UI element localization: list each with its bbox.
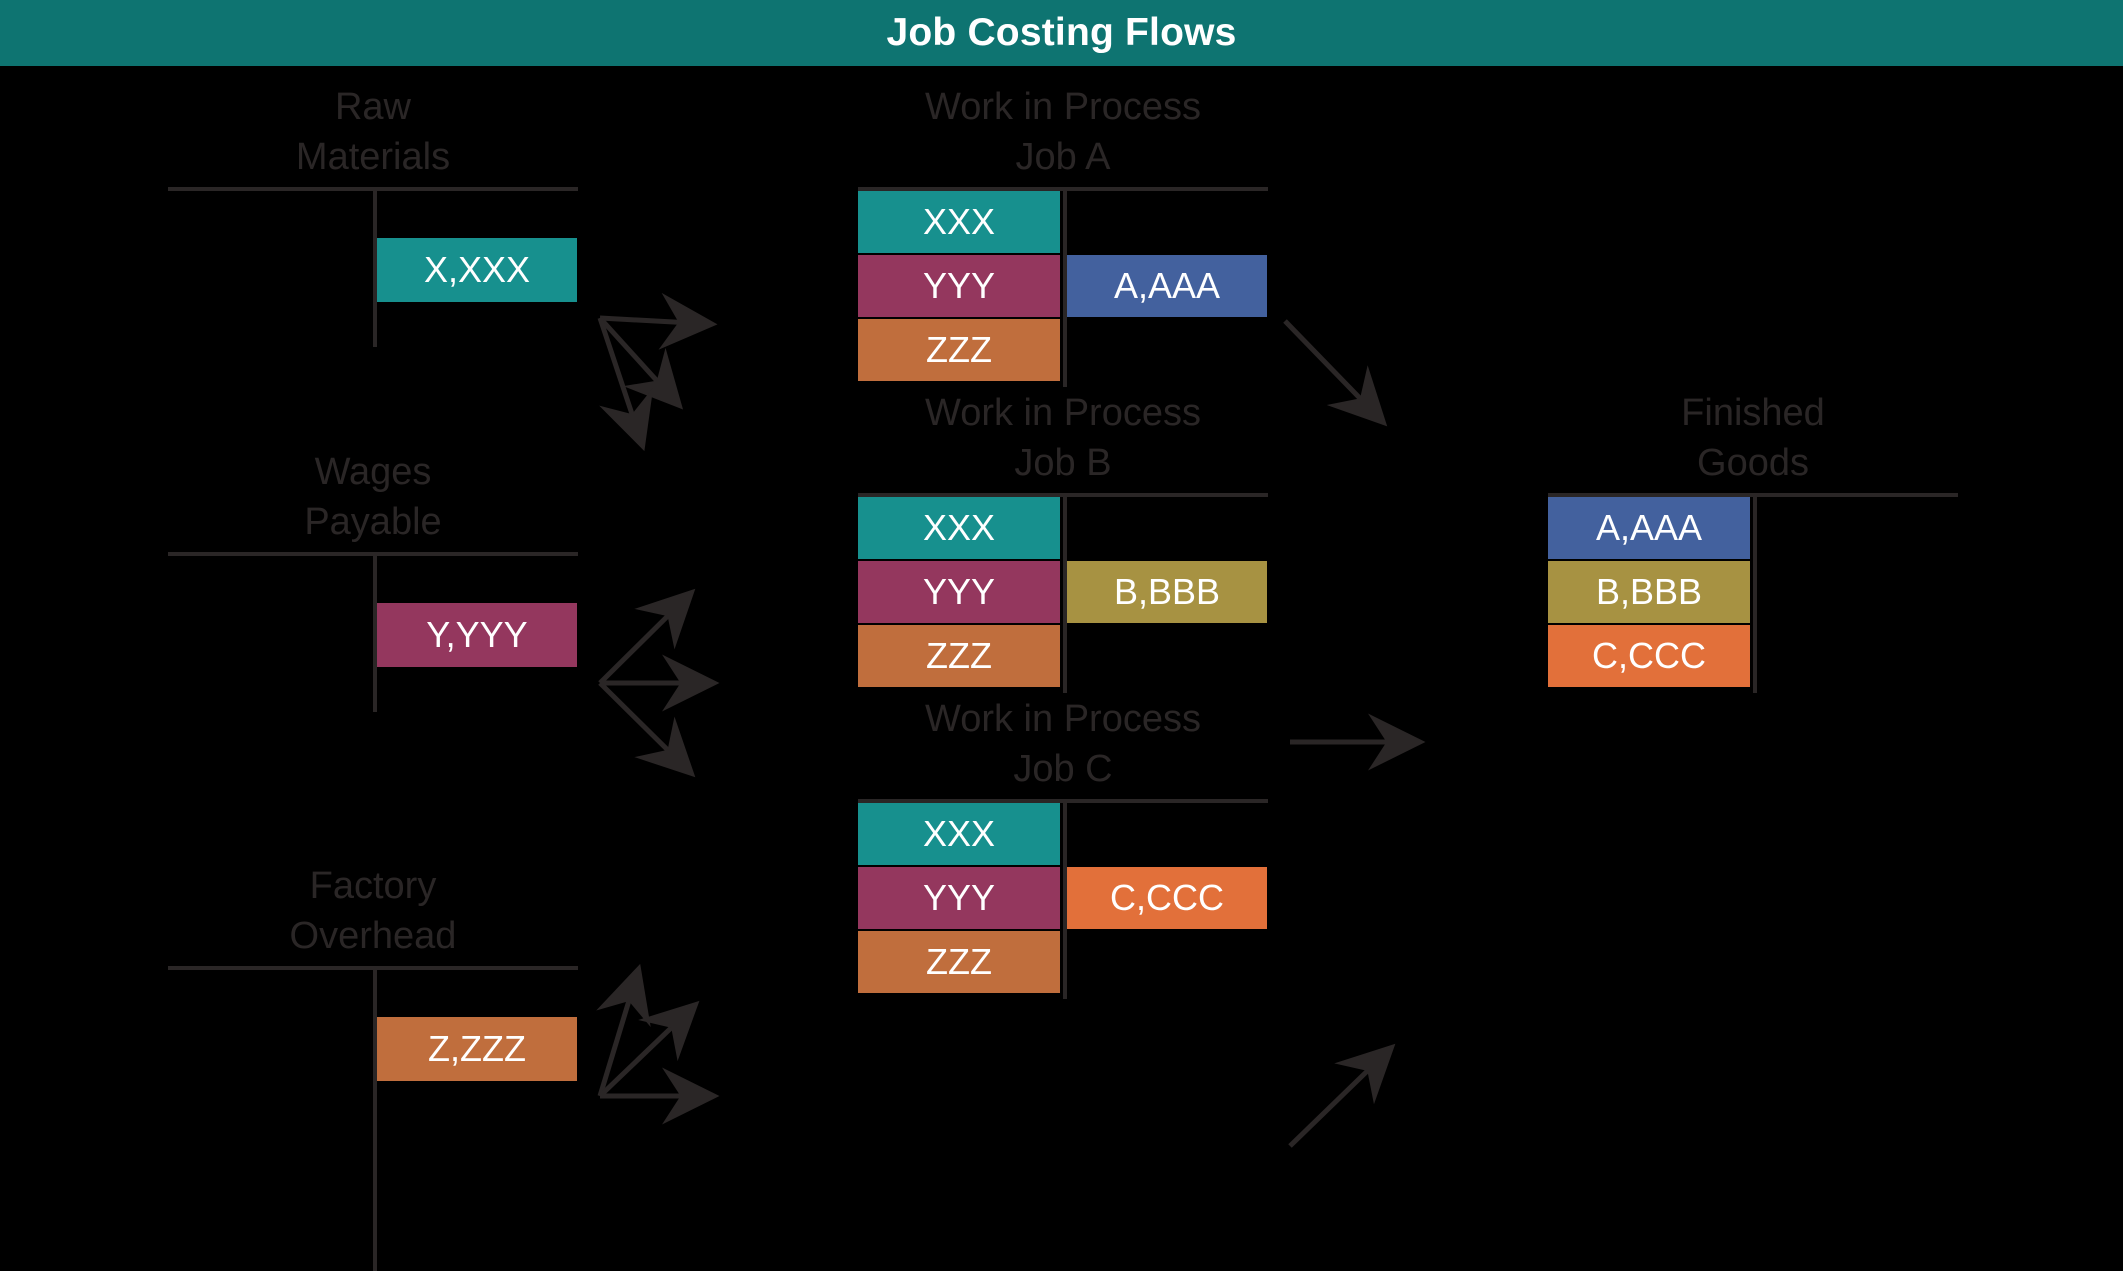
amount-box-credit-0: B,BBB [1067,561,1267,623]
account-title-wip-job-b: Work in Process Job B [758,388,1368,488]
amount-box-debit-0: XXX [858,191,1060,253]
account-title-finished-goods: Finished Goods [1548,388,1958,488]
t-stem [1063,493,1067,693]
amount-box-debit-2: ZZZ [858,625,1060,687]
amount-label: C,CCC [1592,635,1706,676]
amount-box-debit-0: XXX [858,497,1060,559]
job-costing-diagram: Raw Materials X,XXX Work in Process Job … [0,66,2123,1271]
arrow-raw-materials-to-job-a [599,292,718,350]
t-stem [1063,799,1067,999]
account-title-raw-materials: Raw Materials [168,82,578,182]
account-title-line1: Raw [334,86,412,128]
account-title-wip-job-c: Work in Process Job C [758,694,1368,794]
amount-box-debit-1: YYY [858,561,1060,623]
account-title-wages-payable: Wages Payable [168,447,578,547]
amount-box-credit-0: X,XXX [377,238,577,302]
account-title-line2: Overhead [289,915,457,957]
amount-label: XXX [922,201,996,242]
arrow-job-c-to-finished-goods [1288,1043,1396,1148]
account-title-line1: Finished [1681,392,1825,434]
account-title-line1: Work in Process [925,86,1201,128]
amount-box-debit-0: XXX [858,803,1060,865]
amount-label: Z,ZZZ [428,1028,526,1069]
t-stem [373,552,377,712]
arrow-raw-materials-to-job-b [598,316,684,410]
account-title-line2: Job B [1014,442,1112,484]
arrow-wages-payable-to-job-c [598,681,696,778]
amount-label: B,BBB [1113,571,1221,612]
account-title-line1: Factory [309,865,437,907]
amount-box-debit-2: ZZZ [858,319,1060,381]
t-stem [1063,187,1067,387]
amount-box-debit-1: YYY [858,255,1060,317]
account-title-line2: Payable [304,501,442,543]
account-title-line1: Wages [314,451,432,493]
arrow-factory-overhead-to-job-a [596,963,651,1097]
account-title-line2: Job A [1015,136,1111,178]
account-title-line1: Work in Process [925,698,1201,740]
amount-label: YYY [922,265,996,306]
amount-box-credit-0: Y,YYY [377,603,577,667]
amount-label: B,BBB [1595,571,1703,612]
t-stem [373,187,377,347]
header-bar: Job Costing Flows [0,0,2123,66]
amount-label: A,AAA [1113,265,1221,306]
amount-label: YYY [922,877,996,918]
amount-label: X,XXX [423,249,531,290]
flow-arrows-layer [596,292,1426,1148]
amount-label: YYY [922,571,996,612]
amount-box-debit-1: B,BBB [1548,561,1750,623]
account-title-line1: Work in Process [925,392,1201,434]
amount-box-credit-0: C,CCC [1067,867,1267,929]
arrow-factory-overhead-to-job-b [598,1000,700,1098]
amount-label: ZZZ [926,635,992,676]
arrow-wages-payable-to-job-a [598,588,696,685]
account-title-line2: Materials [295,136,451,178]
amount-label: A,AAA [1595,507,1703,548]
t-stem [373,966,377,1271]
account-title-factory-overhead: Factory Overhead [168,861,578,961]
arrow-raw-materials-to-job-c [597,317,654,452]
amount-box-debit-0: A,AAA [1548,497,1750,559]
t-stem [1753,493,1757,693]
amount-label: ZZZ [926,329,992,370]
page-title: Job Costing Flows [886,11,1237,54]
account-title-line2: Goods [1697,442,1809,484]
account-title-wip-job-a: Work in Process Job A [758,82,1368,182]
amount-label: ZZZ [926,941,992,982]
amount-box-credit-0: Z,ZZZ [377,1017,577,1081]
amount-label: Y,YYY [426,614,528,655]
amount-box-credit-0: A,AAA [1067,255,1267,317]
amount-label: XXX [922,813,996,854]
amount-label: XXX [922,507,996,548]
account-title-line2: Job C [1013,748,1113,790]
amount-box-debit-1: YYY [858,867,1060,929]
amount-label: C,CCC [1110,877,1224,918]
amount-box-debit-2: ZZZ [858,931,1060,993]
amount-box-debit-2: C,CCC [1548,625,1750,687]
